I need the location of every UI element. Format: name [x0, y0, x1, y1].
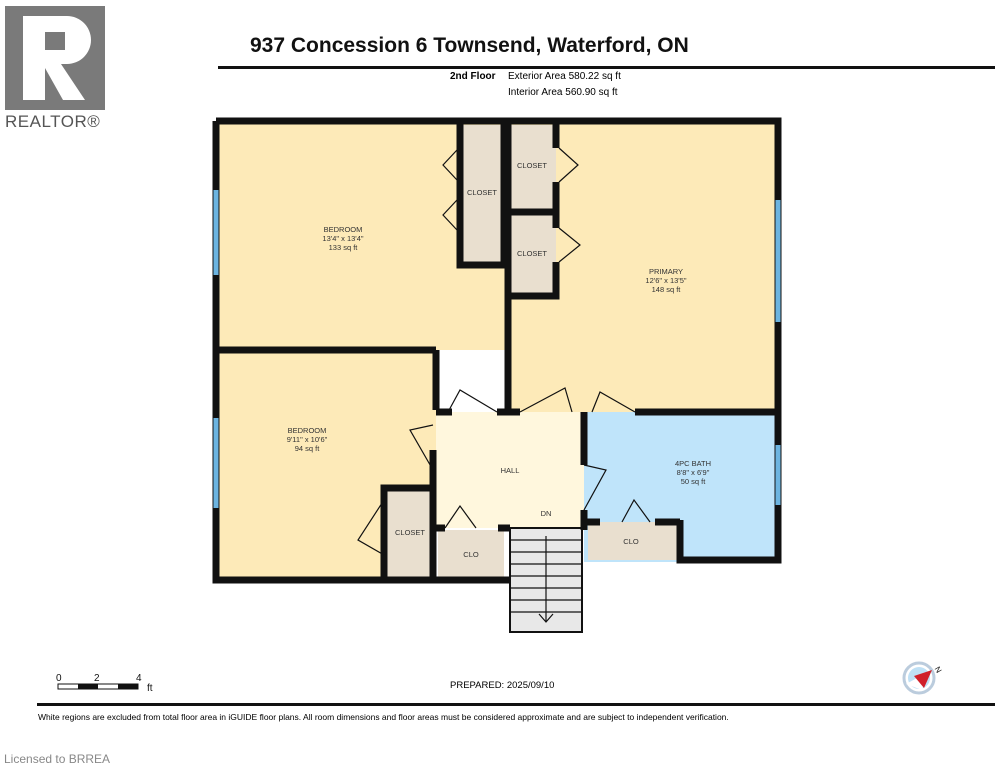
prepared-date: PREPARED: 2025/09/10	[450, 680, 555, 691]
compass-icon: N	[902, 661, 944, 695]
closet1-label: CLOSET	[467, 188, 497, 197]
realtor-logo	[5, 6, 105, 110]
closet4-label: CLOSET	[395, 528, 425, 537]
primary-name: PRIMARY	[649, 267, 683, 276]
clo2-label: CLO	[623, 537, 639, 546]
primary-area: 148 sq ft	[652, 285, 682, 294]
scale-tick-0: 0	[56, 673, 62, 684]
bedroom2-area: 94 sq ft	[295, 444, 321, 453]
stairs-label: DN	[541, 509, 552, 518]
scale-tick-2: 2	[94, 673, 100, 684]
bath-name: 4PC BATH	[675, 459, 711, 468]
scale-tick-4: 4	[136, 673, 142, 684]
stair-treads	[510, 536, 582, 623]
bath-area: 50 sq ft	[681, 477, 707, 486]
windows	[213, 190, 781, 508]
scale-unit: ft	[147, 683, 153, 694]
bedroom1-name: BEDROOM	[324, 225, 363, 234]
clo2-area	[588, 522, 680, 560]
primary-dims: 12'6" x 13'5"	[645, 276, 686, 285]
room-hall	[436, 412, 584, 528]
scale-bar: 0 2 4 ft	[56, 673, 153, 694]
disclaimer: White regions are excluded from total fl…	[38, 712, 729, 722]
compass-label: N	[933, 665, 944, 675]
license-text: Licensed to BRREA	[4, 752, 111, 766]
divider	[218, 66, 995, 69]
bedroom2-dims: 9'11" x 10'6"	[287, 435, 328, 444]
page-title: 937 Concession 6 Townsend, Waterford, ON	[250, 34, 689, 57]
clo1-area	[438, 530, 504, 577]
closet1-area	[460, 125, 504, 265]
closet2-area	[508, 125, 556, 209]
bedroom1-dims: 13'4" x 13'4"	[322, 234, 363, 243]
closet3-label: CLOSET	[517, 249, 547, 258]
closet2-label: CLOSET	[517, 161, 547, 170]
floor-label: 2nd Floor	[450, 71, 496, 82]
realtor-logo-text: REALTOR®	[5, 112, 101, 131]
bedroom1-area: 133 sq ft	[329, 243, 359, 252]
bedroom2-name: BEDROOM	[288, 426, 327, 435]
divider	[37, 703, 995, 706]
door-swings	[357, 147, 651, 556]
closet4-area	[387, 488, 433, 577]
exterior-area: Exterior Area 580.22 sq ft	[508, 71, 621, 82]
hall-name: HALL	[501, 466, 520, 475]
closet3-area	[508, 212, 556, 294]
clo1-label: CLO	[463, 550, 479, 559]
interior-area: Interior Area 560.90 sq ft	[508, 87, 618, 98]
bath-dims: 8'8" x 6'9"	[677, 468, 710, 477]
